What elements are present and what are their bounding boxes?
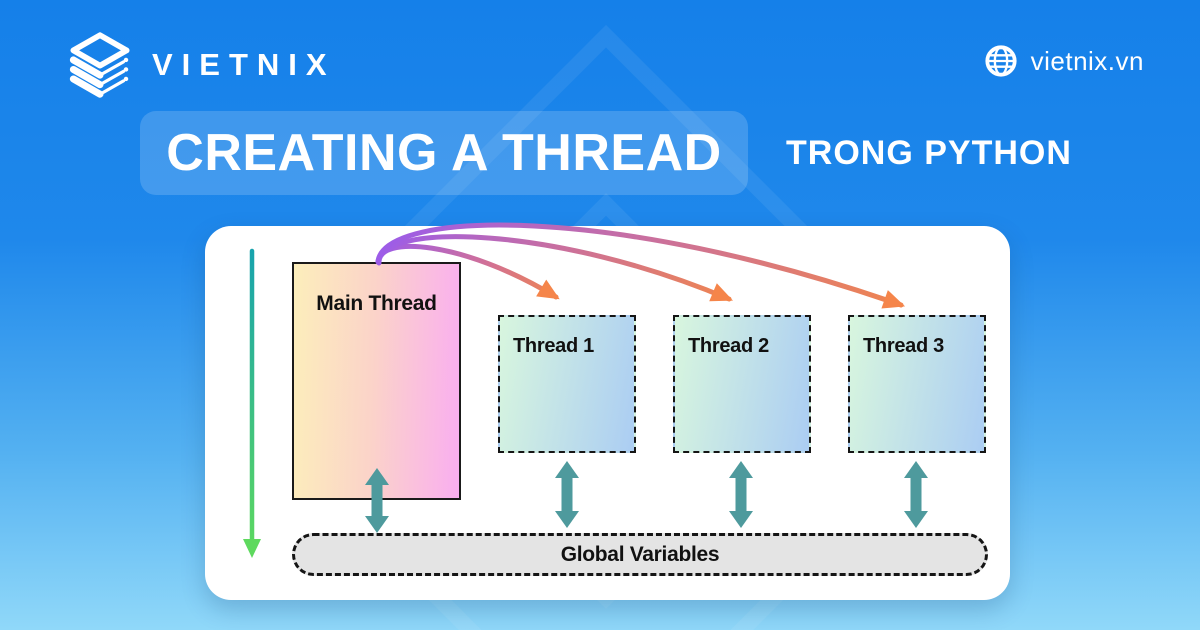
thread-3-box: Thread 3	[848, 315, 986, 453]
brand-name: VIETNIX	[152, 47, 336, 82]
global-variables-label: Global Variables	[560, 542, 720, 566]
layers-stack-icon	[69, 32, 130, 98]
thread-1-label: Thread 1	[513, 335, 594, 357]
diagram-card: Main Thread Thread 1 Thread 2 Thread 3 G…	[205, 226, 1010, 600]
page-title: CREATING A THREAD	[166, 124, 722, 182]
thread-2-label: Thread 2	[688, 335, 769, 357]
thread-3-label: Thread 3	[863, 335, 944, 357]
main-thread-box: Main Thread	[292, 262, 461, 500]
global-variables-pill: Global Variables	[292, 533, 988, 576]
page-subtitle: TRONG PYTHON	[786, 133, 1072, 172]
thread-2-box: Thread 2	[673, 315, 811, 453]
title-badge: CREATING A THREAD	[140, 111, 748, 195]
website-label: vietnix.vn	[1030, 45, 1144, 76]
main-thread-label: Main Thread	[316, 292, 437, 315]
globe-icon	[985, 45, 1017, 77]
website-badge: vietnix.vn	[984, 44, 1144, 78]
vietnix-logo: VIETNIX	[62, 32, 336, 98]
thread-1-box: Thread 1	[498, 315, 636, 453]
